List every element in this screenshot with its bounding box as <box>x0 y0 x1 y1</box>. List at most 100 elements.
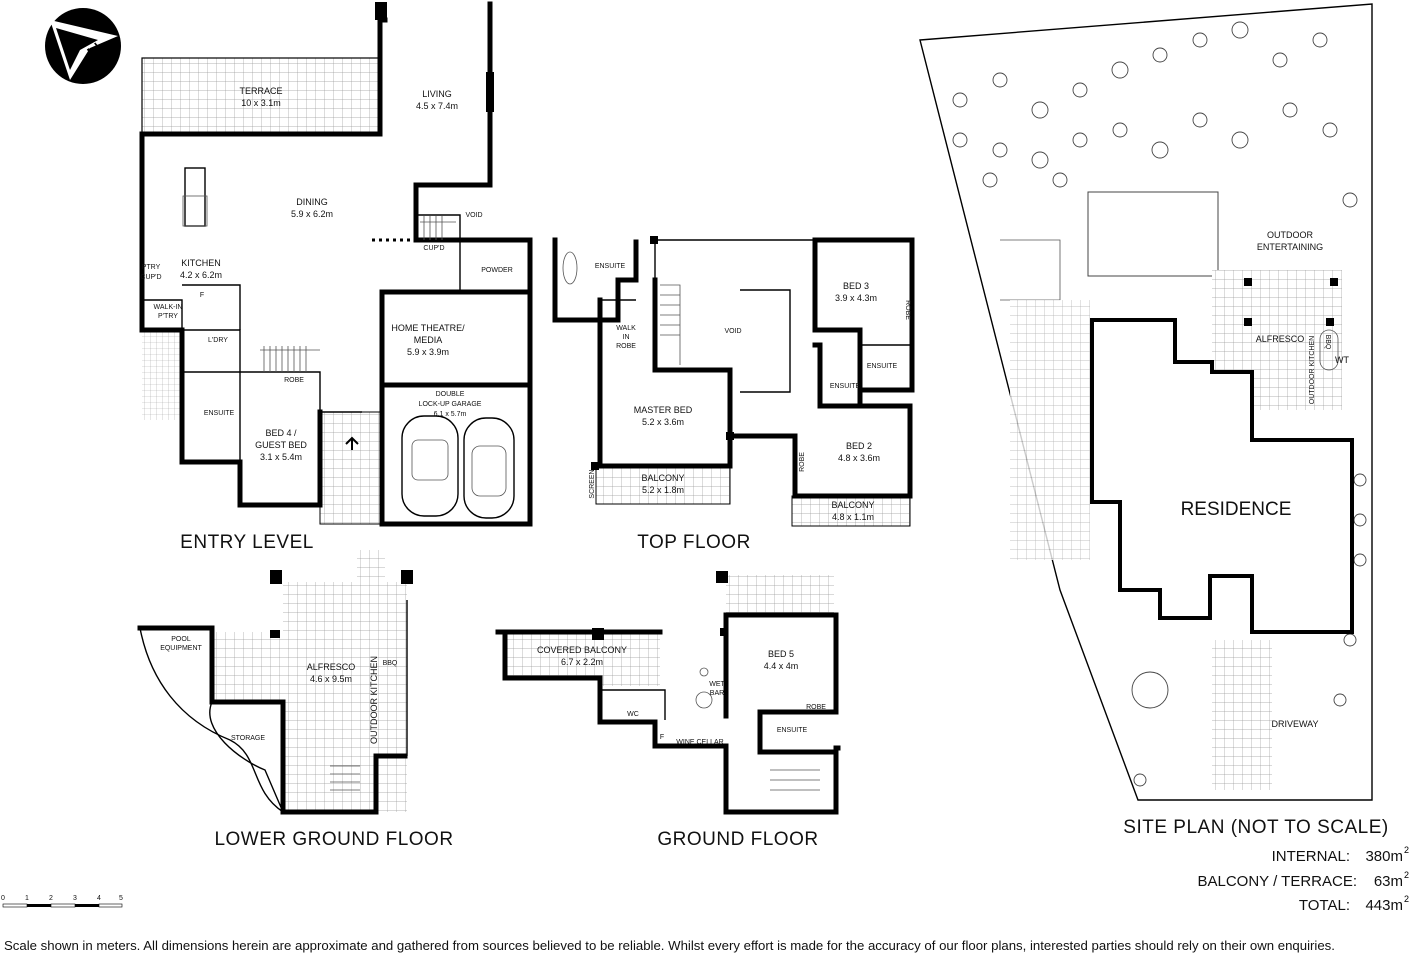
car-icon <box>401 415 459 517</box>
area-summary: INTERNAL: 380m 2 BALCONY / TERRACE: 63m … <box>1198 845 1410 914</box>
room-size-balcony-1: 5.2 x 1.8m <box>642 485 684 495</box>
label-in: IN <box>623 334 630 341</box>
label-cupd-small: CUP'D <box>140 274 161 281</box>
label-wc: WC <box>627 711 639 718</box>
room-size-garage: 6.1 x 5.7m <box>434 411 467 418</box>
ground-floor-plan: COVERED BALCONY 6.7 x 2.2m BED 5 4.4 x 4… <box>495 571 841 850</box>
room-label-guest-bed: GUEST BED <box>255 440 307 450</box>
residence-footprint <box>1090 318 1354 634</box>
scale-bar: 0 1 2 3 4 5 <box>1 895 123 908</box>
lower-ground-title: LOWER GROUND FLOOR <box>214 829 453 850</box>
entry-level-title: ENTRY LEVEL <box>180 532 314 553</box>
label-bar: BAR <box>710 690 724 697</box>
label-walk: WALK <box>616 325 636 332</box>
room-label-balcony-2: BALCONY <box>831 500 874 510</box>
label-entertaining: ENTERTAINING <box>1257 242 1323 252</box>
room-size-bed2: 4.8 x 3.6m <box>838 453 880 463</box>
label-cupd: CUP'D <box>423 245 444 252</box>
room-label-media: MEDIA <box>414 335 443 345</box>
ground-floor-title: GROUND FLOOR <box>657 829 818 850</box>
label-pool: POOL <box>171 636 191 643</box>
top-floor-title: TOP FLOOR <box>637 532 751 553</box>
area-sup-total: 2 <box>1404 894 1409 904</box>
scale-tick-1: 1 <box>25 895 29 902</box>
label-storage: STORAGE <box>231 735 265 742</box>
room-label-terrace: TERRACE <box>239 86 282 96</box>
north-compass-icon: N <box>45 8 121 84</box>
scale-tick-5: 5 <box>119 895 123 902</box>
label-robe-bed2: ROBE <box>799 452 806 472</box>
lower-ground-plan: POOL EQUIPMENT STORAGE ALFRESCO 4.6 x 9.… <box>137 550 453 850</box>
label-site-alfresco: ALFRESCO <box>1256 334 1305 344</box>
label-wet: WET <box>709 681 725 688</box>
label-ground-fridge: F <box>660 734 664 741</box>
label-wine-cellar: WINE CELLAR <box>676 739 723 746</box>
area-label-internal: INTERNAL: <box>1272 848 1350 865</box>
label-ground-ensuite: ENSUITE <box>777 727 808 734</box>
room-label-bed4: BED 4 / <box>265 428 297 438</box>
area-sup-internal: 2 <box>1404 845 1409 855</box>
label-top-void: VOID <box>724 328 741 335</box>
label-laundry: L'DRY <box>208 337 228 344</box>
room-label-balcony-1: BALCONY <box>641 473 684 483</box>
room-label-double: DOUBLE <box>436 391 465 398</box>
room-size-home-theatre: 5.9 x 3.9m <box>407 347 449 357</box>
room-label-bed2: BED 2 <box>846 441 872 451</box>
label-ground-robe: ROBE <box>806 704 826 711</box>
label-bbq: BBQ <box>383 660 398 667</box>
room-size-terrace: 10 x 3.1m <box>241 98 281 108</box>
label-ensuite: ENSUITE <box>204 410 235 417</box>
label-powder: POWDER <box>481 267 513 274</box>
scale-tick-4: 4 <box>97 895 101 902</box>
room-label-master-bed: MASTER BED <box>634 405 693 415</box>
room-size-dining: 5.9 x 6.2m <box>291 209 333 219</box>
label-ensuite-a: ENSUITE <box>830 383 861 390</box>
area-label-balcony: BALCONY / TERRACE: <box>1198 873 1358 890</box>
tree-icons <box>952 21 1367 787</box>
residence-label: RESIDENCE <box>1181 499 1292 520</box>
site-plan-title: SITE PLAN (NOT TO SCALE) <box>1123 817 1388 838</box>
room-size-bed5: 4.4 x 4m <box>764 661 799 671</box>
label-fridge: F <box>200 292 204 299</box>
room-label-home-theatre: HOME THEATRE/ <box>391 323 465 333</box>
label-void: VOID <box>465 212 482 219</box>
area-value-balcony: 63m <box>1374 873 1403 890</box>
room-size-living: 4.5 x 7.4m <box>416 101 458 111</box>
label-site-outdoor-kitchen: OUTDOOR KITCHEN <box>1309 336 1316 404</box>
label-robe: ROBE <box>284 377 304 384</box>
room-label-kitchen: KITCHEN <box>181 258 221 268</box>
top-floor-plan: ENSUITE WALK IN ROBE VOID MASTER BED 5.2… <box>552 236 915 553</box>
room-label-garage: LOCK-UP GARAGE <box>419 401 482 408</box>
label-outdoor: OUTDOOR <box>1267 230 1313 240</box>
site-plan: RESIDENCE OUTDOOR ENTERTAINING ALFRESCO … <box>919 3 1388 838</box>
label-driveway: DRIVEWAY <box>1271 719 1318 729</box>
area-label-total: TOTAL: <box>1299 897 1350 914</box>
room-label-dining: DINING <box>296 197 328 207</box>
room-size-alfresco: 4.6 x 9.5m <box>310 674 352 684</box>
label-outdoor-kitchen: OUTDOOR KITCHEN <box>369 656 379 744</box>
room-label-alfresco: ALFRESCO <box>307 662 356 672</box>
label-ptry: PTRY <box>142 264 161 271</box>
label-walk-in: WALK-IN <box>154 304 183 311</box>
area-value-internal: 380m <box>1365 848 1403 865</box>
room-size-bed4: 3.1 x 5.4m <box>260 452 302 462</box>
disclaimer-text: Scale shown in meters. All dimensions he… <box>4 938 1335 953</box>
label-site-bbq: BBQ <box>1324 335 1331 350</box>
room-size-covered-balcony: 6.7 x 2.2m <box>561 657 603 667</box>
scale-tick-3: 3 <box>73 895 77 902</box>
room-size-balcony-2: 4.8 x 1.1m <box>832 512 874 522</box>
room-size-master-bed: 5.2 x 3.6m <box>642 417 684 427</box>
room-size-bed3: 3.9 x 4.3m <box>835 293 877 303</box>
label-robe-bed3: ROBE <box>904 300 911 320</box>
label-pantry: P'TRY <box>158 313 178 320</box>
room-size-kitchen: 4.2 x 6.2m <box>180 270 222 280</box>
entry-level-plan: TERRACE 10 x 3.1m LIVING 4.5 x 7.4m DINI… <box>139 1 533 553</box>
scale-tick-2: 2 <box>49 895 53 902</box>
room-label-bed3: BED 3 <box>843 281 869 291</box>
room-label-covered-balcony: COVERED BALCONY <box>537 645 627 655</box>
label-wt: WT <box>1335 355 1349 365</box>
room-label-living: LIVING <box>422 89 452 99</box>
room-label-bed5: BED 5 <box>768 649 794 659</box>
label-screen: SCREEN <box>589 469 596 498</box>
